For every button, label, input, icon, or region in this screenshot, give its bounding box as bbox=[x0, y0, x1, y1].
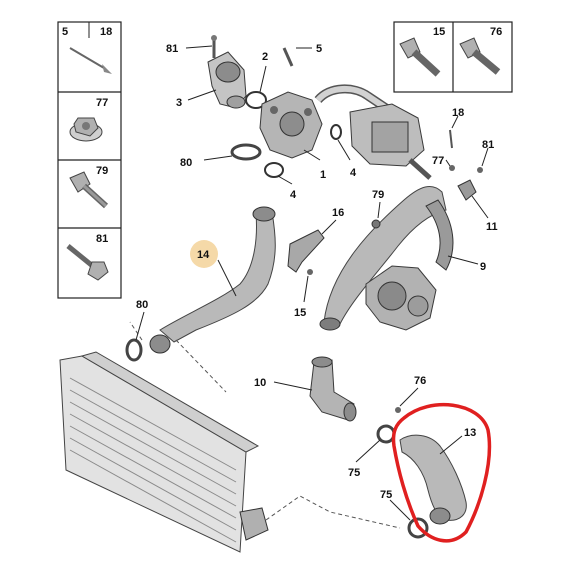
sidebar-parts-panel: 5 18 77 79 81 bbox=[57, 21, 122, 299]
sidebar-label-18: 18 bbox=[100, 26, 112, 38]
bracket-11[interactable] bbox=[457, 179, 477, 201]
box-label-15: 15 bbox=[433, 26, 445, 38]
hose-14[interactable] bbox=[149, 206, 276, 354]
box-label-76: 76 bbox=[490, 26, 502, 38]
stud-5 bbox=[282, 47, 294, 67]
sidebar-label-79: 79 bbox=[96, 165, 108, 177]
nut-77 bbox=[449, 165, 455, 171]
sidebar-box-5-18[interactable]: 5 18 bbox=[62, 22, 112, 74]
callout-15[interactable]: 15 bbox=[294, 307, 306, 319]
bracket-16[interactable] bbox=[287, 229, 325, 273]
callout-75-lower[interactable]: 75 bbox=[380, 489, 392, 501]
top-right-parts-box[interactable]: 15 76 bbox=[393, 21, 513, 93]
callout-labels: 81 2 5 3 80 1 4 4 18 77 81 11 79 9 16 15… bbox=[136, 43, 498, 501]
pin-part-icon bbox=[69, 47, 112, 74]
callout-81-top[interactable]: 81 bbox=[166, 43, 178, 55]
egr-pipe[interactable] bbox=[314, 84, 395, 116]
callout-18[interactable]: 18 bbox=[452, 107, 464, 119]
callout-14-badge[interactable]: 14 bbox=[190, 240, 218, 268]
callout-11[interactable]: 11 bbox=[486, 221, 498, 233]
clamp-75-lower[interactable] bbox=[407, 517, 429, 539]
callout-81-right[interactable]: 81 bbox=[482, 139, 494, 151]
callout-80-top[interactable]: 80 bbox=[180, 157, 192, 169]
hose-9[interactable] bbox=[319, 185, 454, 331]
callout-1[interactable]: 1 bbox=[320, 169, 326, 181]
leader-lines bbox=[135, 45, 489, 521]
callout-75-upper[interactable]: 75 bbox=[348, 467, 360, 479]
sidebar-label-77: 77 bbox=[96, 97, 108, 109]
sidebar-box-79[interactable]: 79 bbox=[69, 165, 109, 209]
intake-elbow-3[interactable] bbox=[207, 51, 247, 109]
elbow-pipe-10[interactable] bbox=[309, 356, 357, 422]
turbocharger[interactable] bbox=[365, 265, 437, 331]
callout-16[interactable]: 16 bbox=[332, 207, 344, 219]
callout-5[interactable]: 5 bbox=[316, 43, 322, 55]
flange-bolt-15-icon bbox=[399, 37, 441, 77]
dashed-link-left bbox=[175, 339, 227, 393]
hose-13[interactable] bbox=[399, 434, 467, 525]
seal-4-lower[interactable] bbox=[264, 162, 284, 178]
callout-14: 14 bbox=[197, 249, 210, 261]
flange-bolt-76-icon bbox=[459, 37, 501, 75]
flange-bolt-icon bbox=[69, 171, 109, 209]
egr-cooler[interactable] bbox=[349, 103, 432, 180]
flange-nut-icon bbox=[69, 117, 103, 142]
stud-bolt-icon bbox=[66, 244, 109, 281]
highlight-ring bbox=[391, 403, 492, 543]
bolt-15-center bbox=[307, 269, 313, 275]
clamp-80-top[interactable] bbox=[230, 143, 262, 161]
callout-2[interactable]: 2 bbox=[262, 51, 268, 63]
clamp-75-upper[interactable] bbox=[376, 424, 396, 444]
dashed-link-mid bbox=[129, 321, 143, 341]
stud-81-right bbox=[477, 167, 483, 173]
sidebar-box-77[interactable]: 77 bbox=[69, 97, 108, 142]
callout-79[interactable]: 79 bbox=[372, 189, 384, 201]
callout-13[interactable]: 13 bbox=[464, 427, 476, 439]
callout-4-lower[interactable]: 4 bbox=[290, 189, 297, 201]
sidebar-label-5: 5 bbox=[62, 26, 68, 38]
egr-housing-1[interactable] bbox=[259, 91, 323, 159]
callout-77[interactable]: 77 bbox=[432, 155, 444, 167]
callout-10[interactable]: 10 bbox=[254, 377, 266, 389]
intercooler[interactable] bbox=[59, 351, 269, 553]
bolt-76-lower bbox=[395, 407, 401, 413]
pin-18 bbox=[449, 129, 453, 149]
clamp-80-left[interactable] bbox=[125, 338, 143, 362]
clip-ring-2[interactable] bbox=[245, 91, 267, 109]
callout-3[interactable]: 3 bbox=[176, 97, 182, 109]
callout-9[interactable]: 9 bbox=[480, 261, 486, 273]
callout-4-right[interactable]: 4 bbox=[350, 167, 357, 179]
dashed-link-bottom bbox=[265, 495, 401, 529]
callout-80-left[interactable]: 80 bbox=[136, 299, 148, 311]
sidebar-box-81[interactable]: 81 bbox=[66, 233, 109, 281]
stud-81-top bbox=[211, 35, 217, 58]
bolt-79 bbox=[371, 219, 381, 229]
sidebar-label-81: 81 bbox=[96, 233, 108, 245]
o-ring-4-right bbox=[330, 124, 342, 140]
callout-76[interactable]: 76 bbox=[414, 375, 426, 387]
